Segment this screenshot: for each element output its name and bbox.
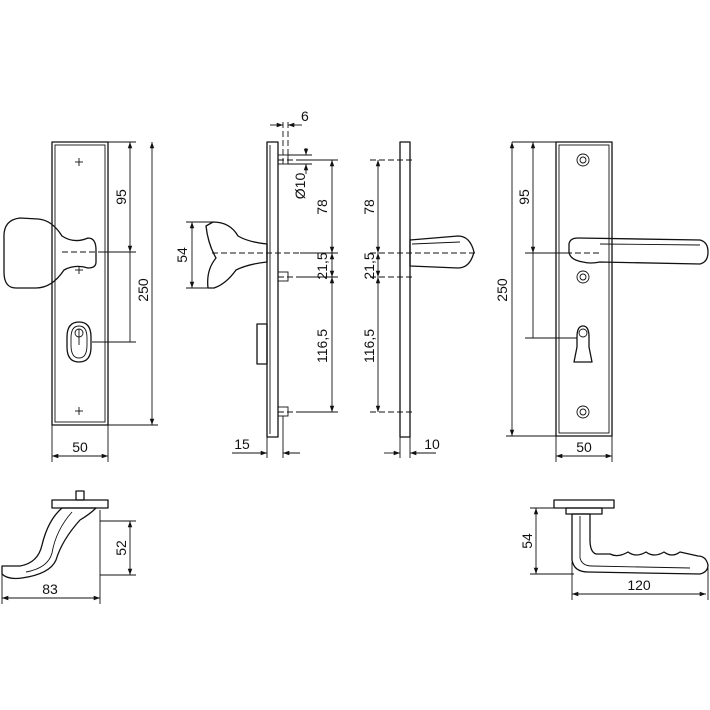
dim-lever-top-height: 54 [519,533,535,549]
knob-side-cylinder [256,323,268,365]
dim-lever-plate-width: 50 [576,439,592,455]
dim-spindle-offset: 6 [301,108,309,124]
dim-knob-plate-width: 50 [72,439,88,455]
lever-handle-shape [568,237,709,265]
dim-knob-side-upper: 78 [314,199,330,215]
knob-screw-marks [75,158,83,415]
lever-cylinder-cutout [573,325,593,363]
dim-knob-side-middle: 21,5 [314,252,330,279]
knob-backplate-outline [51,141,109,426]
knob-top-rose [51,499,109,509]
lever-top-view: 54 120 [519,499,709,600]
dim-lever-plate-length: 250 [494,278,510,302]
lever-backplate-bevel [558,144,610,434]
knob-side-profile [205,221,268,289]
dim-knob-top-height: 52 [113,540,129,556]
dim-bolt-diameter: Ø10 [292,173,308,200]
dim-knob-height: 54 [174,247,190,263]
dim-knob-plate-length: 250 [135,278,151,302]
lever-backplate-outline [555,141,613,437]
dim-plate-thickness: 10 [424,436,440,452]
dim-lever-side-middle: 21,5 [361,252,377,279]
lever-screw-marks [576,153,590,419]
lever-side-plate [399,141,411,438]
knob-side-plate [266,141,279,438]
knob-cylinder-cutout [66,321,92,363]
dim-knob-top-length: 83 [42,581,58,597]
knob-plate-front-view: 95 250 50 [3,141,158,462]
knob-side-view: 6 Ø10 54 78 21,5 116,5 15 [174,108,338,458]
dim-lever-top-length: 120 [627,577,651,593]
lever-top-rose [553,499,615,509]
dim-lever-side-upper: 78 [361,199,377,215]
lever-side-profile [409,235,475,269]
knob-backplate-bevel [54,144,106,423]
knob-top-profile [1,507,97,580]
knob-top-spindle [75,490,85,501]
lever-plate-front-view: 95 250 50 [494,141,709,462]
dim-knob-side-lower: 116,5 [314,329,330,363]
lever-top-profile [571,513,709,575]
knob-top-view: 52 83 [1,490,136,604]
dim-plate-offset: 15 [234,436,250,452]
lever-side-view: 78 21,5 116,5 10 [361,141,478,458]
knob-shape [3,217,97,289]
dim-lever-side-lower: 116,5 [361,329,377,363]
lever-top-neck [565,507,603,515]
dim-knob-upper-hole: 95 [113,189,129,205]
dim-lever-upper-hole: 95 [516,189,532,205]
